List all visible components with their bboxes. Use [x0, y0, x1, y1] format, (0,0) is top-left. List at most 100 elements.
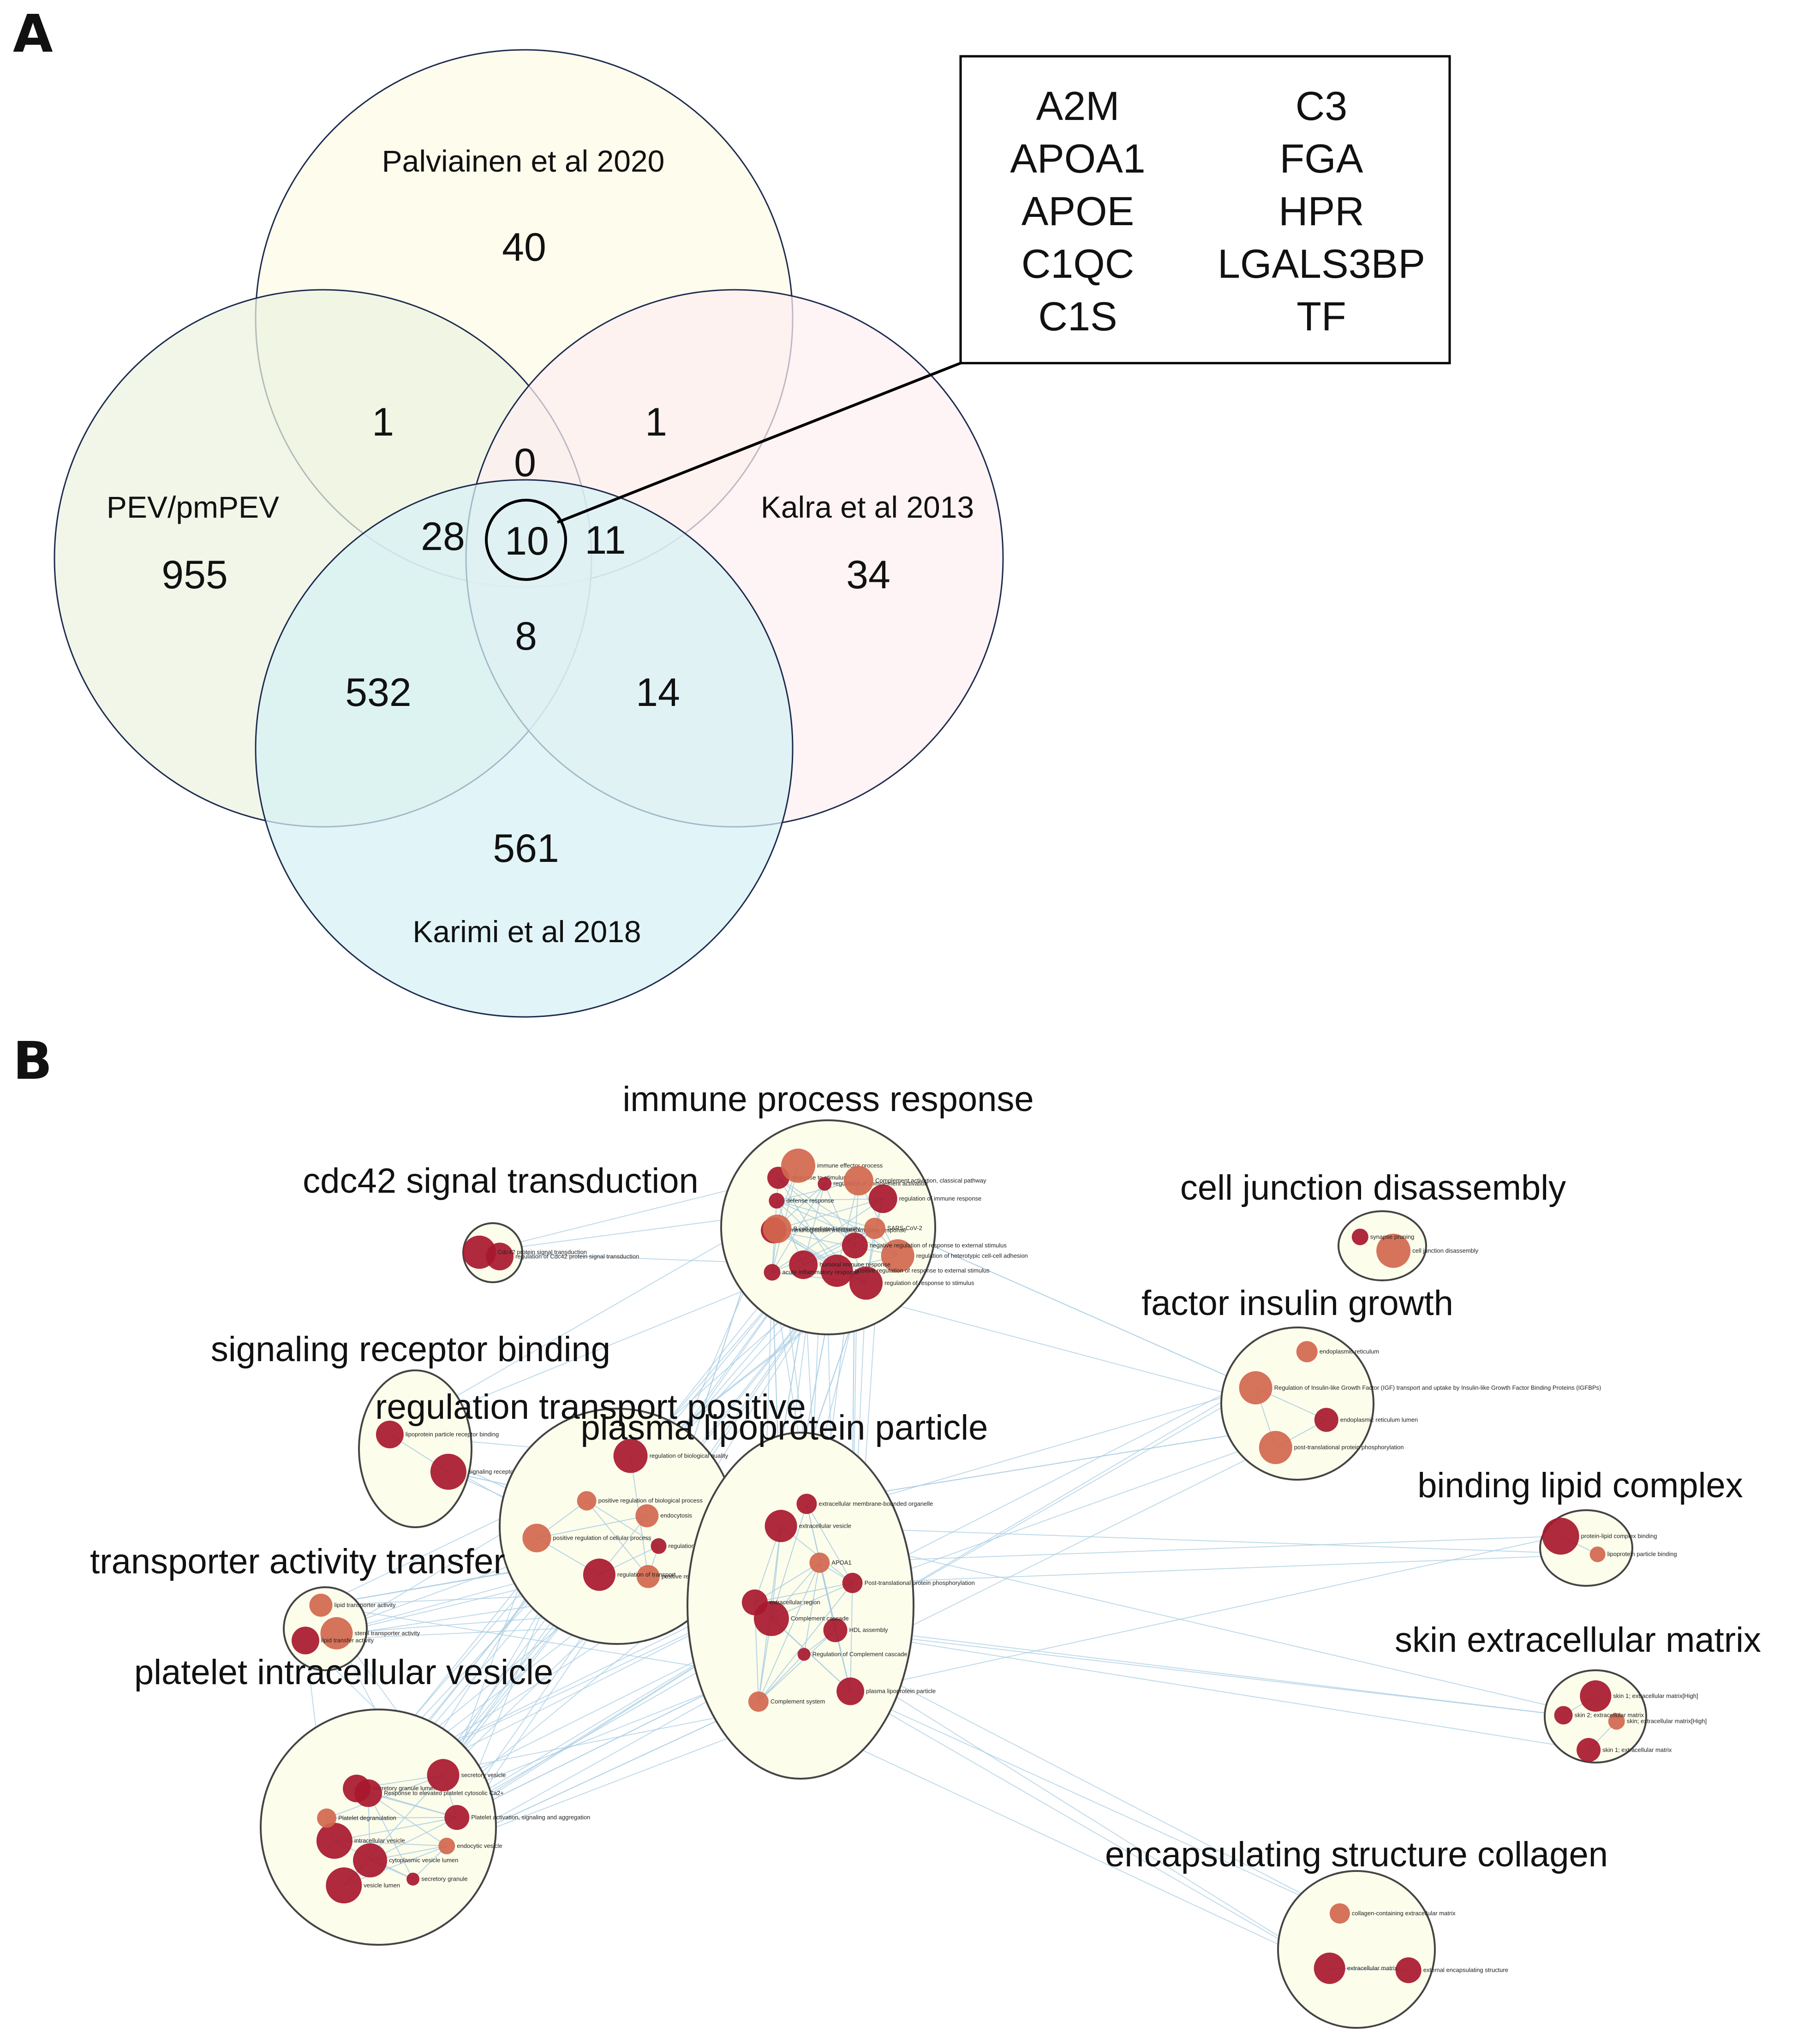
network-edge	[850, 1536, 1561, 1692]
term-node	[818, 1177, 832, 1191]
cluster-edge	[758, 1630, 836, 1702]
network-edge	[835, 1630, 1617, 1722]
cluster-edge	[824, 1183, 866, 1284]
term-node	[1351, 1228, 1368, 1245]
term-node	[326, 1867, 362, 1904]
gene-item: HPR	[1278, 188, 1364, 234]
cluster-cdc42: regulation of Cdc42 protein signal trans…	[303, 1161, 699, 1283]
term-label: skin; extracellular matrix[High]	[1627, 1718, 1707, 1725]
term-label: positive regulation of response to exter…	[855, 1267, 990, 1274]
cluster-edge	[777, 1198, 883, 1201]
term-node	[849, 1266, 883, 1300]
gene-item: C3	[1296, 83, 1348, 129]
term-node	[741, 1589, 768, 1615]
cluster-regtransport: regulation of vesicle-mediated transport…	[375, 1387, 806, 1645]
venn-label-kalra: Kalra et al 2013	[761, 490, 974, 524]
cluster-edge	[586, 1500, 649, 1577]
term-label: HDL assembly	[849, 1626, 889, 1633]
term-node	[320, 1617, 353, 1650]
cluster-edge	[758, 1583, 853, 1702]
cluster-edge	[850, 1583, 853, 1691]
term-node	[316, 1823, 352, 1859]
cluster-title: plasma lipoprotein particle	[581, 1408, 988, 1447]
term-node	[836, 1677, 865, 1705]
term-label: endoplasmic reticulum lumen	[1340, 1416, 1418, 1423]
term-label: lipoprotein particle binding	[1607, 1551, 1677, 1558]
cluster-edge	[777, 1198, 883, 1230]
gene-item: FGA	[1280, 136, 1363, 181]
cluster-edge	[806, 1503, 853, 1584]
term-label: negative regulation of response to exter…	[870, 1242, 1007, 1249]
term-node	[430, 1453, 466, 1490]
term-label: cell junction disassembly	[1412, 1247, 1479, 1254]
term-node	[651, 1538, 667, 1554]
term-node	[636, 1565, 660, 1588]
cluster-edge	[368, 1793, 447, 1847]
term-label: extracellular membrane-bounded organelle	[818, 1500, 933, 1507]
term-node	[292, 1626, 319, 1655]
term-node	[376, 1421, 404, 1448]
term-node	[635, 1504, 659, 1528]
cluster-title: binding lipid complex	[1417, 1466, 1743, 1505]
cluster-boundary	[1220, 1327, 1374, 1481]
cluster-title: encapsulating structure collagen	[1105, 1835, 1608, 1874]
cluster-title: immune process response	[622, 1080, 1033, 1119]
term-label: regulation of Cdc42 protein signal trans…	[515, 1253, 639, 1260]
term-node	[1580, 1680, 1612, 1712]
cluster-edge	[777, 1200, 875, 1229]
count-pev-kalra-karimi: 8	[515, 614, 537, 658]
term-label: cytoplasmic vesicle lumen	[389, 1857, 458, 1864]
cluster-edge	[771, 1504, 807, 1619]
gene-item: C1S	[1038, 293, 1117, 339]
term-label: external encapsulating structure	[1423, 1966, 1508, 1973]
term-node	[864, 1218, 885, 1239]
term-node	[583, 1558, 615, 1591]
count-pev-palviainen-karimi: 28	[421, 514, 465, 559]
term-node	[1395, 1957, 1422, 1984]
term-node	[844, 1165, 873, 1195]
count-palviainen-only: 40	[502, 225, 546, 269]
network-edge	[446, 1701, 759, 1847]
cluster-edge	[754, 1582, 853, 1603]
term-label: APOA1	[831, 1559, 851, 1566]
network-edge	[781, 1525, 1598, 1555]
term-node	[764, 1264, 781, 1281]
cluster-edge	[334, 1840, 447, 1847]
venn-label-pev: PEV/pmPEV	[107, 490, 279, 524]
term-node	[797, 1648, 811, 1661]
cluster-edge	[368, 1793, 413, 1880]
term-node	[1608, 1713, 1625, 1730]
term-node	[317, 1808, 337, 1828]
term-node	[868, 1184, 897, 1213]
term-node	[309, 1594, 333, 1617]
cluster-edge	[327, 1817, 457, 1819]
term-label: endocytosis	[660, 1512, 692, 1519]
cluster-title: factor insulin growth	[1141, 1284, 1453, 1323]
network-clusters: regulation of heterotypic cell-cell adhe…	[90, 1080, 1761, 2029]
cluster-insulin: endoplasmic reticulum lumenpost-translat…	[1141, 1284, 1601, 1481]
cluster-edge	[368, 1793, 457, 1818]
cluster-boundary	[1277, 1870, 1436, 2029]
term-node	[1554, 1706, 1573, 1725]
term-label: Complement activation, classical pathway	[875, 1177, 986, 1184]
term-label: lipoprotein particle receptor binding	[406, 1431, 499, 1438]
term-node	[1376, 1233, 1411, 1268]
term-node	[796, 1494, 817, 1514]
cluster-edge	[334, 1817, 457, 1841]
term-label: Regulation of Insulin-like Growth Factor…	[1274, 1384, 1601, 1391]
term-label: positive regulation of biological proces…	[598, 1497, 703, 1504]
term-node	[406, 1872, 420, 1886]
term-node	[1329, 1903, 1350, 1924]
term-label: secretory vesicle	[461, 1771, 506, 1778]
term-label: Platelet degranulation	[338, 1815, 396, 1822]
cluster-edge	[777, 1228, 875, 1230]
term-node	[444, 1805, 470, 1830]
term-label: skin 1; extracellular matrix[High]	[1613, 1692, 1698, 1699]
network-edge	[835, 1630, 1589, 1751]
term-label: protein-lipid complex binding	[1581, 1532, 1657, 1539]
term-node	[463, 1235, 496, 1269]
count-kalra-only: 34	[846, 553, 890, 597]
term-label: extracellular matrix	[1347, 1965, 1398, 1972]
term-node	[763, 1214, 792, 1243]
